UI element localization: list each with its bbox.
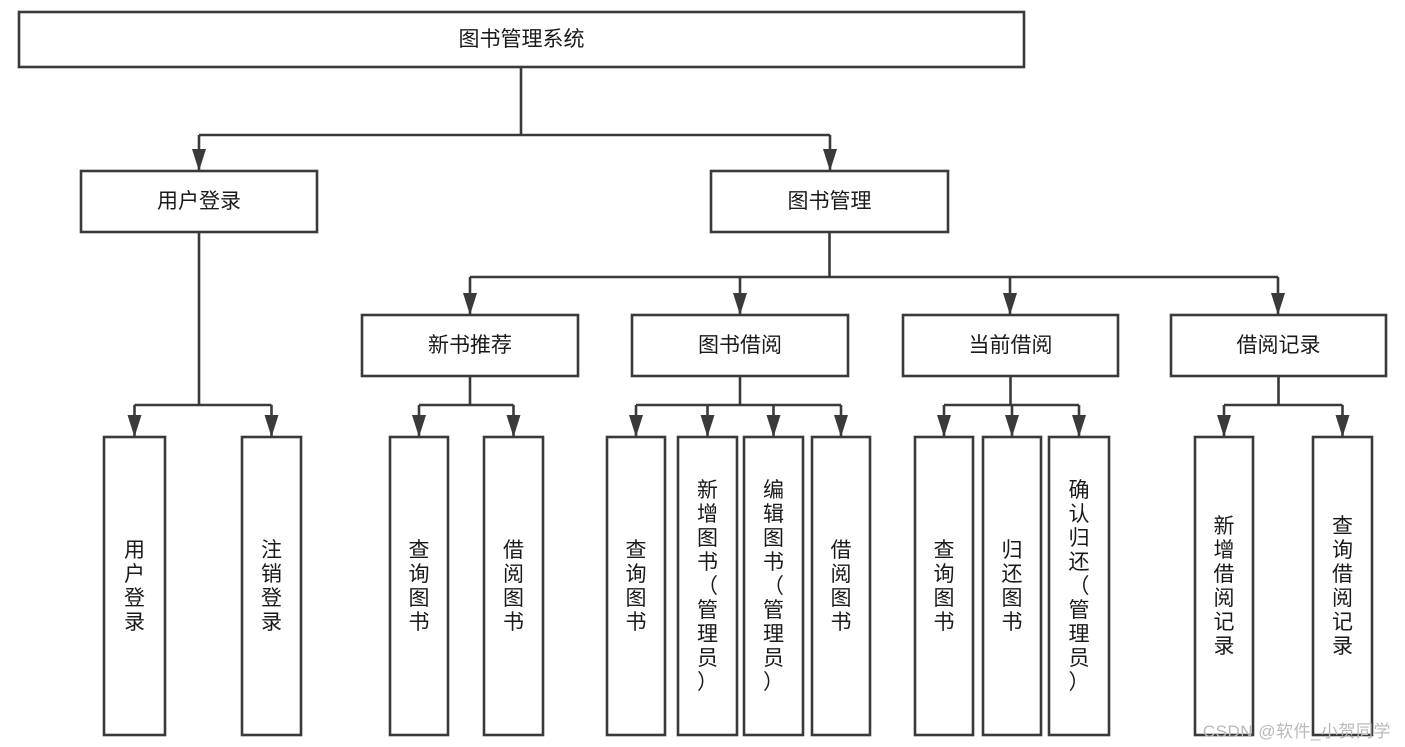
connector-layer (127, 67, 1350, 437)
node-box-leaf-add-borrow-record[interactable] (1193, 435, 1255, 737)
node-box-new-book-recommend[interactable] (360, 313, 580, 378)
node-leaf-logout-login[interactable]: 注销登录 (240, 435, 303, 737)
node-box-leaf-query-borrow-record[interactable] (1311, 435, 1374, 737)
arrow-head-icon-leaf-add-borrow-record (1217, 415, 1231, 437)
node-label-leaf-return-book: 归还图书 (1002, 539, 1023, 634)
node-box-current-borrow[interactable] (901, 313, 1120, 378)
csdn-watermark: CSDN @软件_小贺同学 (1202, 722, 1391, 741)
node-box-leaf-logout-login[interactable] (240, 435, 303, 737)
arrow-head-icon-leaf-borrow-book-2 (834, 415, 848, 437)
arrow-head-icon-leaf-return-book (1005, 415, 1019, 437)
node-label-current-borrow: 当前借阅 (969, 334, 1053, 357)
arrow-head-icon-leaf-query-borrow-record (1335, 415, 1350, 437)
node-box-leaf-borrow-book-1[interactable] (482, 435, 545, 737)
node-leaf-query-book-2[interactable]: 查询图书 (605, 435, 667, 737)
node-current-borrow[interactable]: 当前借阅 (901, 313, 1120, 378)
node-label-leaf-edit-book-admin: 编辑图书（管理员） (763, 479, 784, 694)
arrow-head-icon-leaf-query-book-1 (412, 415, 426, 437)
node-label-leaf-borrow-book-2: 借阅图书 (831, 539, 852, 634)
node-label-user-login: 用户登录 (157, 190, 241, 213)
arrow-head-icon-leaf-borrow-book-1 (506, 415, 521, 437)
arrow-head-icon-leaf-query-book-3 (937, 415, 951, 437)
node-label-root: 图书管理系统 (459, 28, 585, 51)
node-label-leaf-query-book-2: 查询图书 (626, 539, 647, 634)
arrow-head-icon-book-borrow (733, 293, 747, 315)
node-label-leaf-add-borrow-record: 新增借阅记录 (1214, 515, 1235, 658)
node-label-leaf-logout-login: 注销登录 (261, 539, 282, 634)
node-box-leaf-query-book-1[interactable] (388, 435, 450, 737)
node-box-leaf-query-book-2[interactable] (605, 435, 667, 737)
node-book-management[interactable]: 图书管理 (709, 169, 950, 234)
node-box-leaf-return-book[interactable] (981, 435, 1043, 737)
node-label-book-management: 图书管理 (788, 190, 872, 213)
node-label-book-borrow: 图书借阅 (698, 334, 782, 357)
node-leaf-add-book-admin[interactable]: 新增图书（管理员） (676, 435, 739, 737)
node-label-new-book-recommend: 新书推荐 (428, 334, 512, 357)
node-root[interactable]: 图书管理系统 (17, 10, 1026, 69)
node-new-book-recommend[interactable]: 新书推荐 (360, 313, 580, 378)
node-label-leaf-user-login: 用户登录 (124, 539, 145, 634)
arrow-head-icon-leaf-add-book-admin (700, 415, 715, 437)
arrow-head-icon-leaf-logout-login (264, 415, 279, 437)
node-leaf-add-borrow-record[interactable]: 新增借阅记录 (1193, 435, 1255, 737)
node-leaf-query-borrow-record[interactable]: 查询借阅记录 (1311, 435, 1374, 737)
node-box-leaf-user-login[interactable] (102, 435, 167, 737)
arrow-head-icon-user-login (192, 149, 206, 171)
arrow-head-icon-leaf-query-book-2 (629, 415, 643, 437)
node-label-leaf-query-book-1: 查询图书 (409, 539, 430, 634)
arrow-head-icon-leaf-edit-book-admin (766, 415, 781, 437)
arrow-head-icon-leaf-user-login (127, 415, 142, 437)
node-box-leaf-edit-book-admin[interactable] (742, 435, 805, 737)
node-box-book-borrow[interactable] (630, 313, 850, 378)
node-leaf-query-book-3[interactable]: 查询图书 (913, 435, 975, 737)
node-box-user-login[interactable] (79, 169, 319, 234)
node-label-leaf-add-book-admin: 新增图书（管理员） (697, 479, 718, 694)
node-box-leaf-query-book-3[interactable] (913, 435, 975, 737)
node-label-leaf-query-borrow-record: 查询借阅记录 (1332, 515, 1353, 658)
arrow-head-icon-current-borrow (1003, 293, 1017, 315)
node-box-leaf-add-book-admin[interactable] (676, 435, 739, 737)
node-label-leaf-confirm-return-admin: 确认归还（管理员） (1069, 479, 1090, 694)
node-leaf-confirm-return-admin[interactable]: 确认归还（管理员） (1047, 435, 1111, 737)
node-label-leaf-borrow-book-1: 借阅图书 (503, 539, 524, 634)
node-user-login[interactable]: 用户登录 (79, 169, 319, 234)
arrow-head-icon-book-management (823, 149, 837, 171)
node-leaf-borrow-book-1[interactable]: 借阅图书 (482, 435, 545, 737)
arrow-head-icon-leaf-confirm-return-admin (1072, 415, 1086, 437)
node-box-root[interactable] (17, 10, 1026, 69)
node-box-leaf-confirm-return-admin[interactable] (1047, 435, 1111, 737)
node-leaf-return-book[interactable]: 归还图书 (981, 435, 1043, 737)
node-borrow-record[interactable]: 借阅记录 (1169, 313, 1388, 378)
node-leaf-query-book-1[interactable]: 查询图书 (388, 435, 450, 737)
node-leaf-edit-book-admin[interactable]: 编辑图书（管理员） (742, 435, 805, 737)
node-label-leaf-query-book-3: 查询图书 (934, 539, 955, 634)
arrow-head-icon-new-book-recommend (463, 293, 477, 315)
node-layer: 图书管理系统用户登录图书管理新书推荐图书借阅当前借阅借阅记录用户登录注销登录查询… (17, 10, 1388, 737)
arrow-head-icon-borrow-record (1271, 293, 1285, 315)
node-book-borrow[interactable]: 图书借阅 (630, 313, 850, 378)
node-leaf-borrow-book-2[interactable]: 借阅图书 (810, 435, 872, 737)
node-box-borrow-record[interactable] (1169, 313, 1388, 378)
node-leaf-user-login[interactable]: 用户登录 (102, 435, 167, 737)
node-box-book-management[interactable] (709, 169, 950, 234)
node-label-borrow-record: 借阅记录 (1237, 334, 1321, 357)
node-box-leaf-borrow-book-2[interactable] (810, 435, 872, 737)
